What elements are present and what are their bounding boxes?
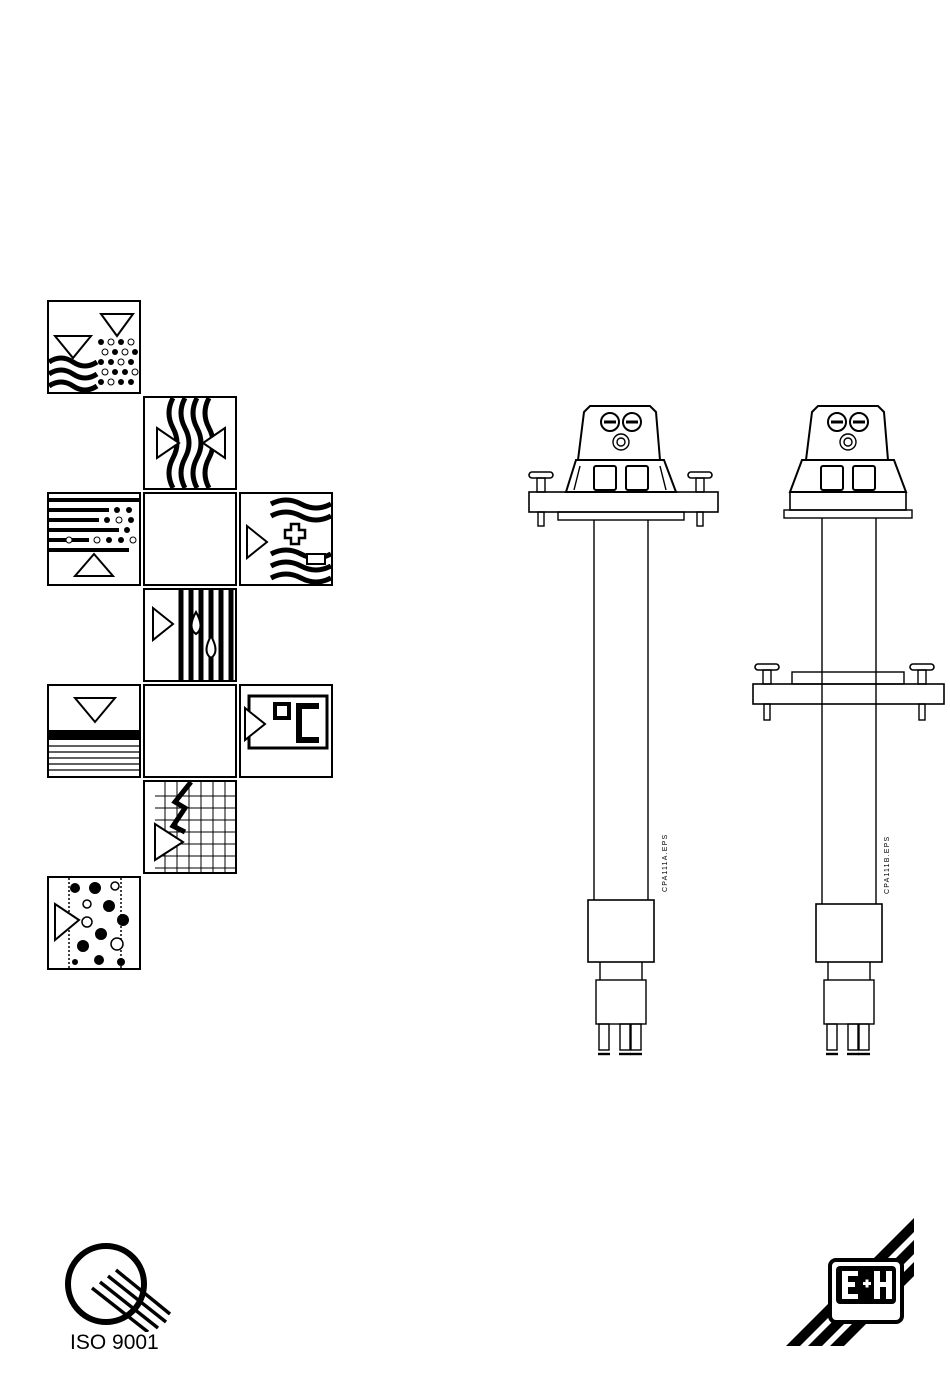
eh-brand-logo — [786, 1218, 918, 1350]
drawing-a-label: CPA111A.EPS — [662, 834, 669, 892]
iso-quality-logo — [62, 1242, 172, 1332]
drawing-b-label: CPA111B.EPS — [884, 836, 891, 894]
assembly-b-drawing — [753, 406, 944, 1054]
iso-certification-text: ISO 9001 — [70, 1331, 159, 1355]
assembly-a-drawing — [529, 406, 718, 1054]
